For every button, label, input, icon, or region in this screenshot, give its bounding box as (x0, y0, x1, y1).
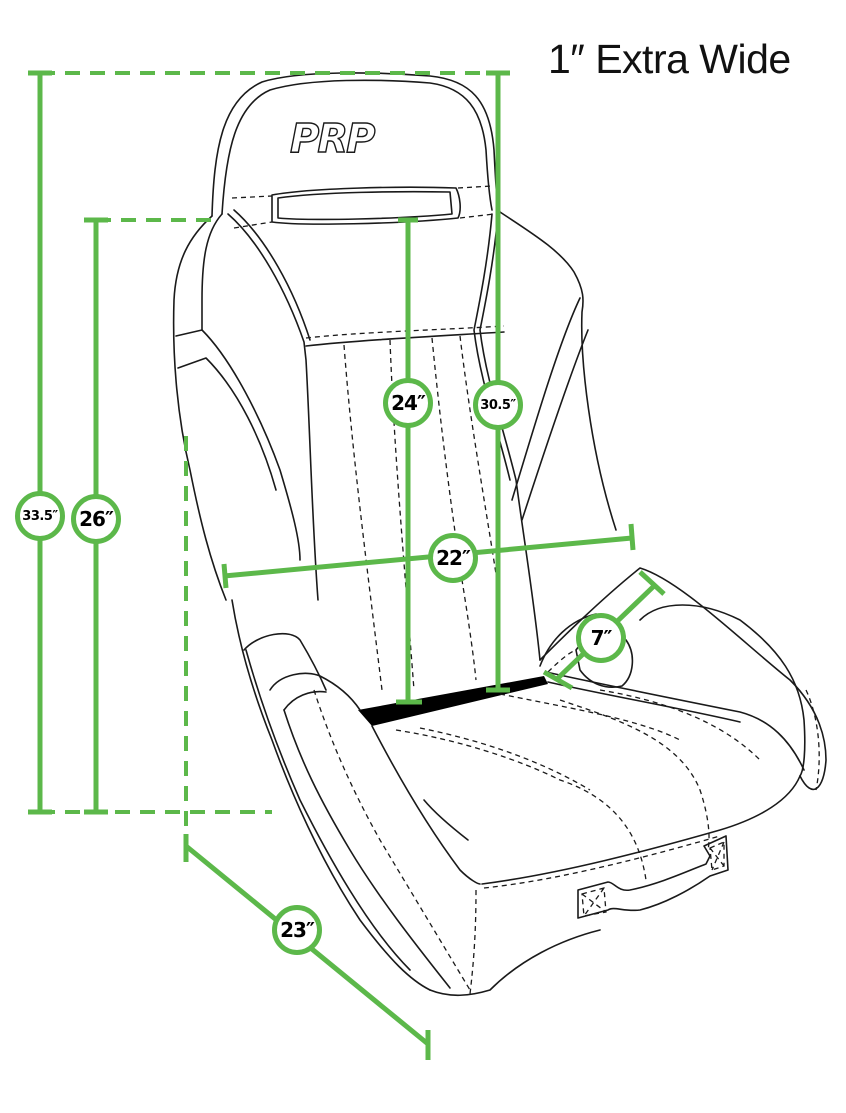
page-title: 1″ Extra Wide (548, 36, 791, 82)
back-to-top-height-callout: 30.5″ (473, 380, 523, 430)
back-height-callout: 26″ (71, 494, 121, 544)
shoulder-width-callout: 22″ (428, 533, 478, 583)
overall-height-callout: 33.5″ (15, 491, 65, 541)
seat-depth-callout: 23″ (272, 905, 322, 955)
prp-logo: PRP (289, 115, 378, 162)
dimension-lines (28, 70, 666, 1060)
svg-text:PRP: PRP (290, 116, 375, 162)
bolster-width-callout: 7″ (576, 613, 626, 663)
inner-back-height-callout: 24″ (383, 378, 433, 428)
